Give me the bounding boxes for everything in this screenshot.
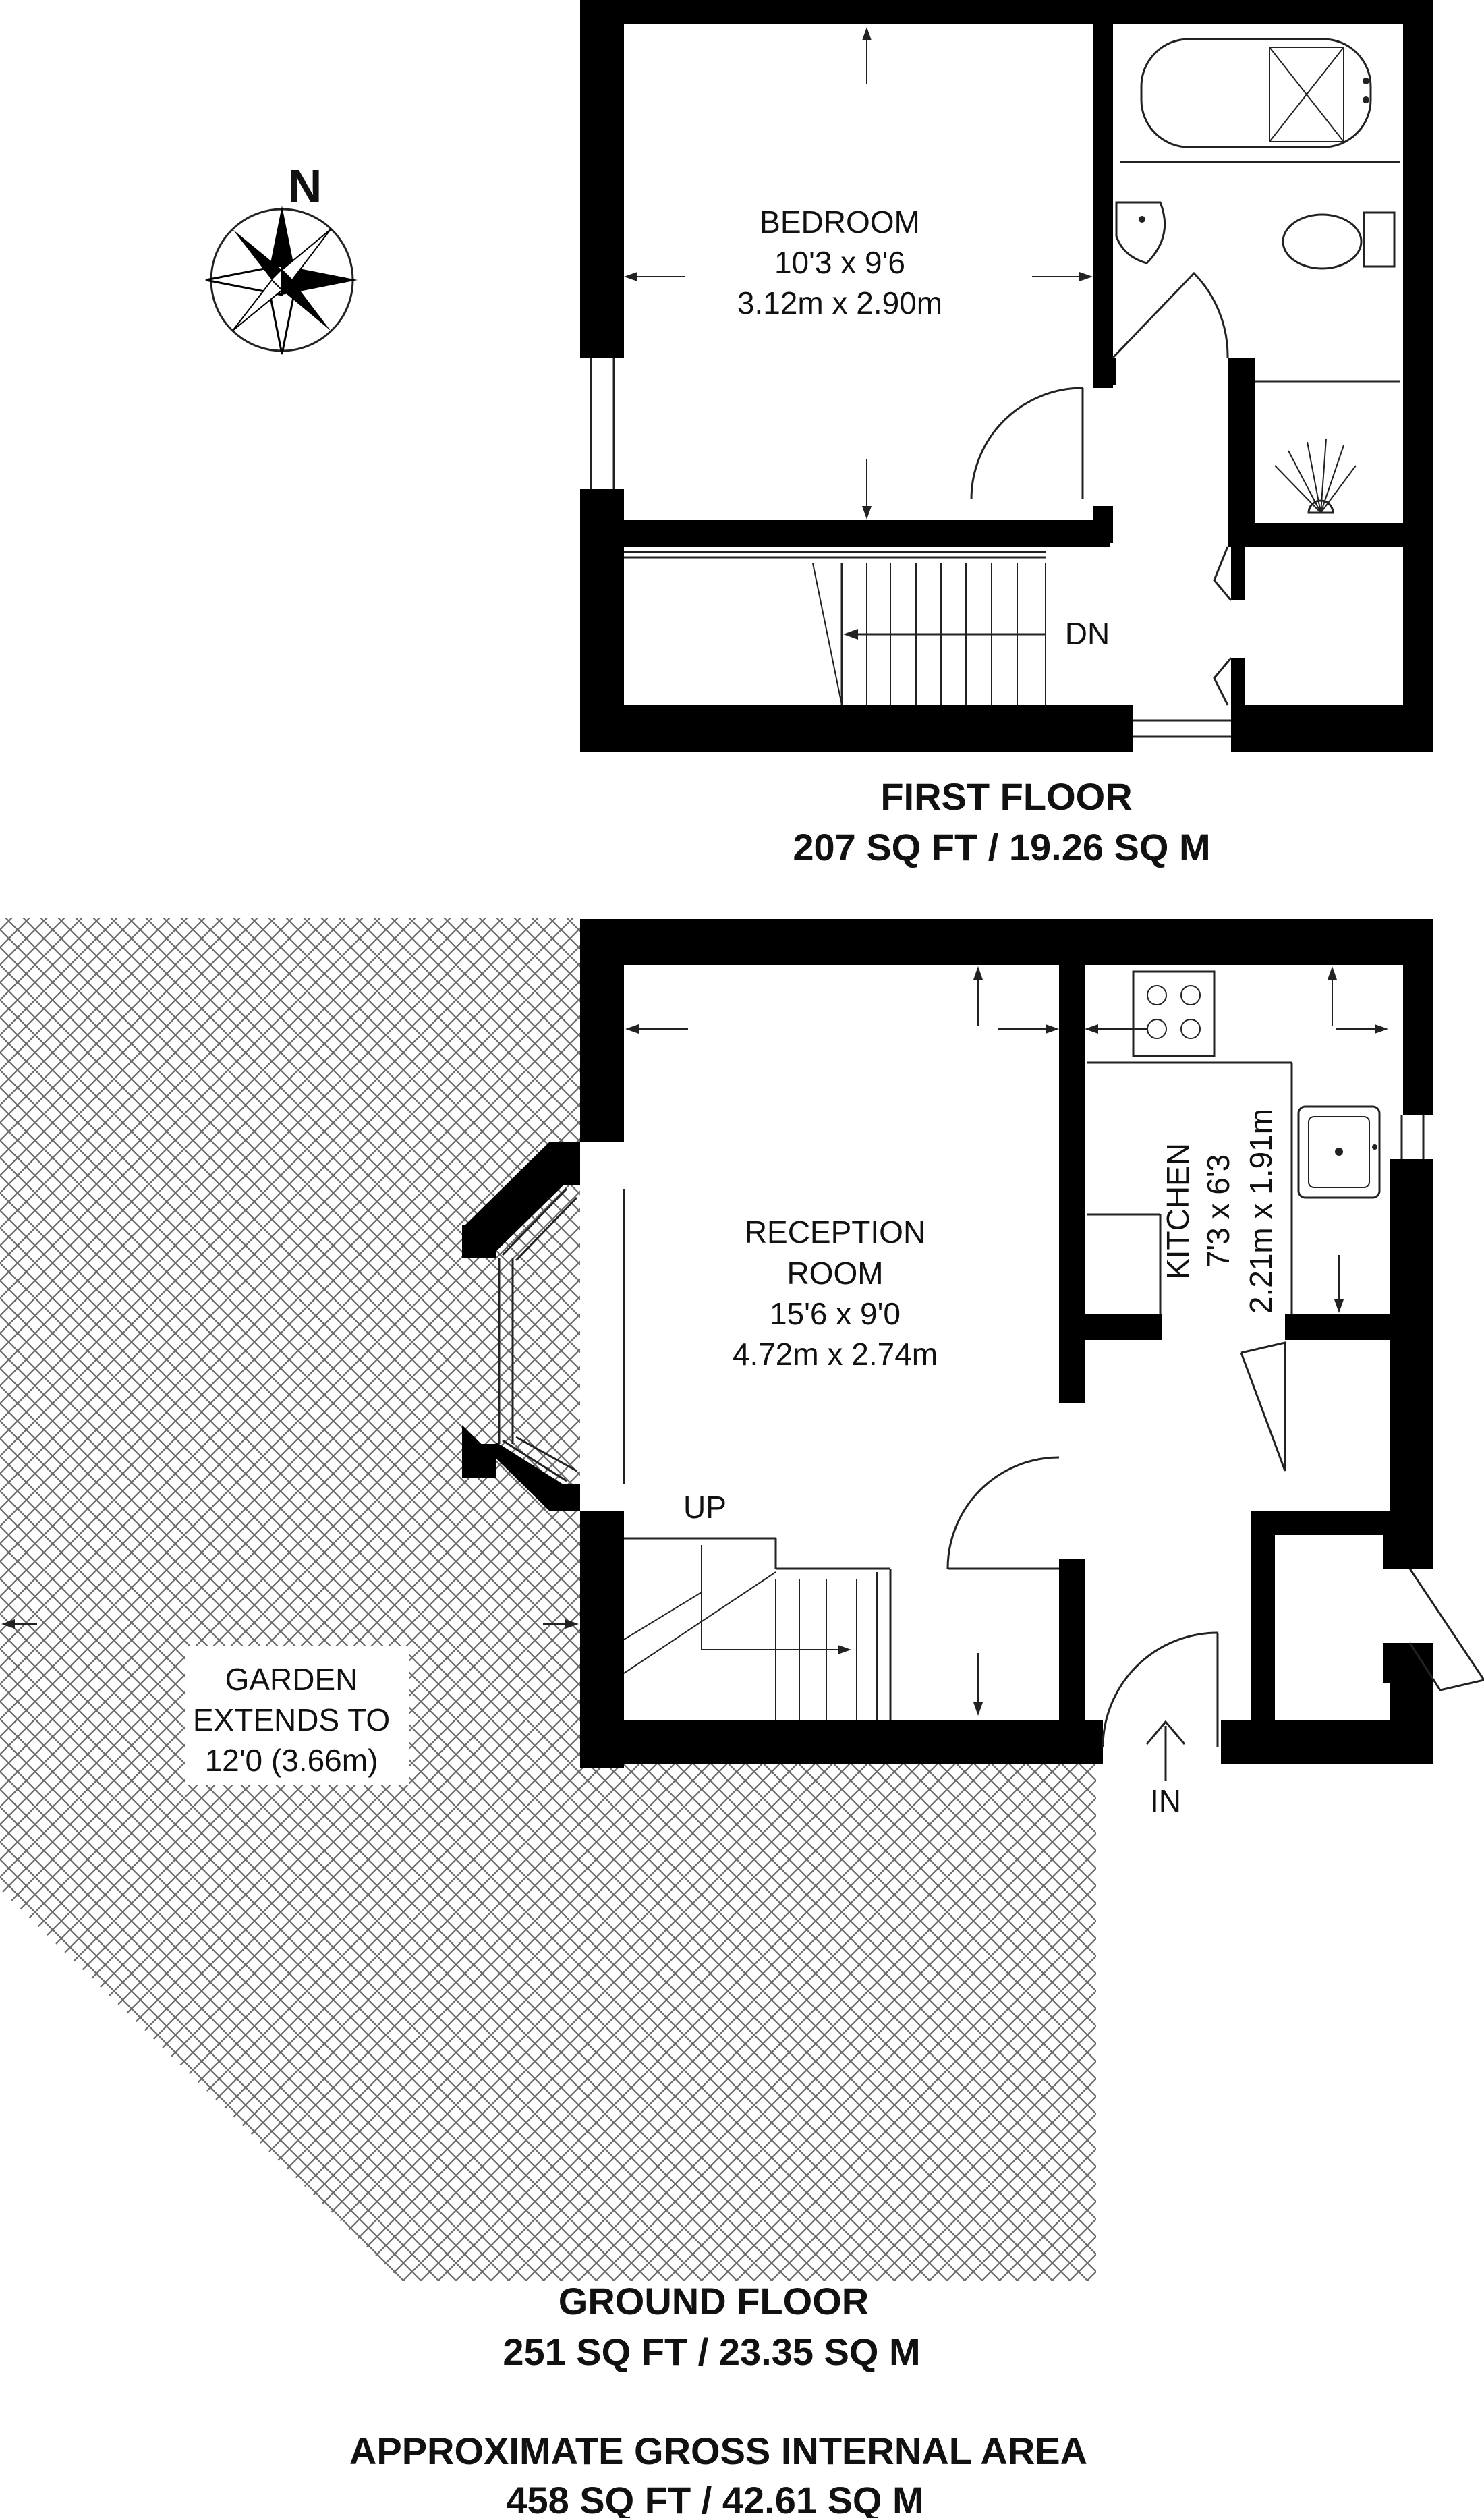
garden-label-box xyxy=(186,1646,409,1785)
entrance-label: IN xyxy=(1150,1783,1181,1818)
garden-label-line2: EXTENDS TO xyxy=(193,1702,390,1737)
kitchen-imperial: 7'3 x 6'3 xyxy=(1201,1154,1236,1268)
ground-floor-area: 251 SQ FT / 23.35 SQ M xyxy=(503,2330,920,2373)
bedroom-name: BEDROOM xyxy=(760,204,920,240)
reception-name-line1: RECEPTION xyxy=(745,1214,925,1250)
first-floor-plan xyxy=(580,0,1433,752)
garden-label-line3: 12'0 (3.66m) xyxy=(205,1743,378,1778)
ground-floor-plan xyxy=(1,919,1484,1781)
first-floor-title: FIRST FLOOR xyxy=(880,775,1132,818)
north-label: N xyxy=(288,160,322,213)
bedroom-imperial: 10'3 x 9'6 xyxy=(774,245,905,280)
ground-floor-stair-label: UP xyxy=(683,1490,726,1525)
total-area-value: 458 SQ FT / 42.61 SQ M xyxy=(506,2479,923,2518)
first-floor-stairs xyxy=(624,551,1046,706)
reception-metric: 4.72m x 2.74m xyxy=(733,1337,938,1372)
reception-name-line2: ROOM xyxy=(787,1256,883,1291)
bedroom-metric: 3.12m x 2.90m xyxy=(737,285,942,320)
compass-rose-icon xyxy=(205,206,358,355)
sink-icon xyxy=(1297,1105,1381,1199)
garden-label-line1: GARDEN xyxy=(225,1662,358,1697)
first-floor-area: 207 SQ FT / 19.26 SQ M xyxy=(793,826,1210,868)
first-floor-stair-label: DN xyxy=(1065,616,1110,651)
kitchen-metric: 2.21m x 1.91m xyxy=(1243,1109,1278,1314)
ground-floor-title: GROUND FLOOR xyxy=(559,2280,869,2322)
garden-area xyxy=(0,918,1096,2281)
reception-imperial: 15'6 x 9'0 xyxy=(770,1296,901,1331)
hob-icon xyxy=(1132,970,1216,1057)
entrance-arrow-icon xyxy=(1145,1720,1186,1781)
ground-floor-stairs xyxy=(623,1537,892,1720)
total-area-title: APPROXIMATE GROSS INTERNAL AREA xyxy=(349,2430,1087,2472)
kitchen-name: KITCHEN xyxy=(1160,1143,1195,1279)
shower-icon xyxy=(1274,438,1357,514)
